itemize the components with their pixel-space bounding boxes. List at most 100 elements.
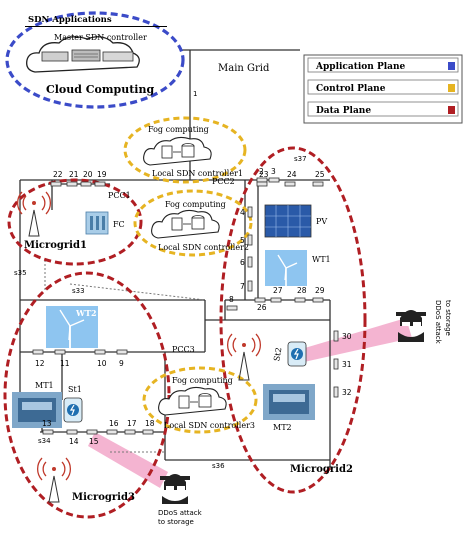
fog3-title: Fog computing: [172, 376, 233, 385]
bus-label-23: 23: [259, 170, 269, 179]
main-grid-label: Main Grid: [218, 63, 270, 74]
bus-breaker-6: [247, 256, 253, 268]
legend-swatch: [448, 84, 455, 92]
sdn-applications-label: SDN Applications: [28, 15, 112, 25]
attacker-bottom-icon: [160, 474, 190, 504]
bus-label-5: 5: [240, 236, 245, 245]
bus-label-30: 30: [342, 332, 352, 341]
communication-lines: [44, 260, 206, 453]
s37-label: s37: [294, 155, 307, 163]
bus-label-14: 14: [69, 437, 79, 446]
pv-panel-icon: [264, 204, 312, 238]
storage-2-icon: [287, 341, 307, 367]
s33-label: s33: [72, 287, 85, 295]
bus-breaker-25: [312, 181, 324, 187]
bus-label-31: 31: [342, 360, 352, 369]
radio-tower-mg2-icon: [226, 333, 262, 381]
microgrid2-label: Microgrid2: [290, 464, 353, 475]
cloud-computing-title: Cloud Computing: [46, 83, 154, 96]
bus-breaker-14: [66, 429, 78, 435]
storage-1-icon: [63, 397, 83, 423]
fog2-controller-label: Local SDN controller2: [158, 243, 249, 252]
fog1-cloud: [143, 136, 212, 166]
fog3-database-icon: [178, 393, 212, 409]
bus-breaker-4: [247, 206, 253, 218]
bus-breaker-11: [54, 349, 66, 355]
bus-breaker-32: [333, 386, 339, 398]
legend-label: Data Plane: [316, 106, 371, 116]
radio-tower-mg1-icon: [16, 191, 52, 237]
fog3-controller-label: Local SDN controller3: [164, 421, 255, 430]
bus-breaker-9: [116, 349, 128, 355]
apps-divider: [25, 26, 167, 27]
bus-breaker-26: [254, 297, 266, 303]
bus-label-9: 9: [119, 359, 124, 368]
bus-breaker-30: [333, 330, 339, 342]
bus-label-2: 2: [259, 167, 264, 176]
mt1-label: MT1: [35, 381, 54, 390]
bus-label-11: 11: [60, 359, 70, 368]
legend-row: [307, 79, 459, 95]
bus-label-27: 27: [273, 286, 283, 295]
bus-1-label: 1: [193, 90, 197, 98]
pcc1-label: PCC1: [108, 191, 131, 200]
st1-label: St1: [68, 385, 82, 394]
bus-label-19: 19: [97, 170, 107, 179]
bus-breaker-19: [94, 181, 106, 187]
mt2-label: MT2: [273, 423, 292, 432]
bus-label-10: 10: [97, 359, 107, 368]
fog-node-3: Fog computing Local SDN controller3: [142, 366, 258, 434]
bus-label-3: 3: [271, 167, 276, 176]
bus-label-20: 20: [83, 170, 93, 179]
attack-right-line2: to storage: [444, 300, 452, 336]
bus-label-32: 32: [342, 388, 352, 397]
bus-breaker-20: [80, 181, 92, 187]
fuel-cell-icon: [85, 211, 109, 235]
bus-label-13: 13: [42, 419, 52, 428]
st2-label: St2: [272, 347, 283, 362]
bus-label-25: 25: [315, 170, 325, 179]
legend-swatch: [448, 62, 455, 70]
bus-breaker-18: [142, 429, 154, 435]
fog-node-1: Fog computing Local SDN controller1: [123, 116, 247, 184]
microgrid1-label: Microgrid1: [24, 240, 87, 251]
bus-label-15: 15: [89, 437, 99, 446]
bus-breaker-27: [270, 297, 282, 303]
microgrid3-label: Microgrid3: [72, 492, 135, 503]
pcc3-label: PCC3: [172, 345, 195, 354]
bus-breaker-28: [294, 297, 306, 303]
attack-beam-right: [298, 318, 412, 362]
bus-label-21: 21: [69, 170, 79, 179]
fog3-ellipse: [142, 366, 258, 434]
wind-turbine-2-icon: [46, 306, 98, 348]
fog1-controller-label: Local SDN controller1: [152, 169, 243, 178]
s35-label: s35: [14, 269, 27, 277]
bus-label-6: 6: [240, 258, 245, 267]
microturbine-2-icon: [263, 384, 315, 420]
pv-label: PV: [316, 217, 327, 226]
attack-bottom-line2: to storage: [158, 518, 194, 526]
legend-label: Application Plane: [315, 62, 406, 72]
bus-breaker-17: [124, 429, 136, 435]
bus-label-16: 16: [109, 419, 119, 428]
s36-label: s36: [212, 462, 225, 470]
fog2-title: Fog computing: [165, 200, 226, 209]
bus-breaker-15: [86, 429, 98, 435]
wt2-label: WT2: [75, 308, 97, 318]
master-controller-label: Master SDN controller: [54, 33, 147, 42]
attack-bottom-line1: DDoS attack: [158, 509, 203, 517]
fog2-ellipse: [133, 189, 253, 257]
application-plane-ellipse: [5, 11, 185, 109]
microturbine-1-icon: [12, 392, 62, 428]
bus-breaker-13: [42, 429, 54, 435]
legend-row: [307, 101, 459, 117]
legend-row: [307, 57, 459, 73]
bus-breaker-31: [333, 358, 339, 370]
radio-tower-mg3-icon: [36, 457, 72, 503]
fog1-ellipse: [123, 116, 247, 184]
fog2-database-icon: [171, 215, 205, 231]
microgrid2-ellipse: [219, 146, 367, 494]
